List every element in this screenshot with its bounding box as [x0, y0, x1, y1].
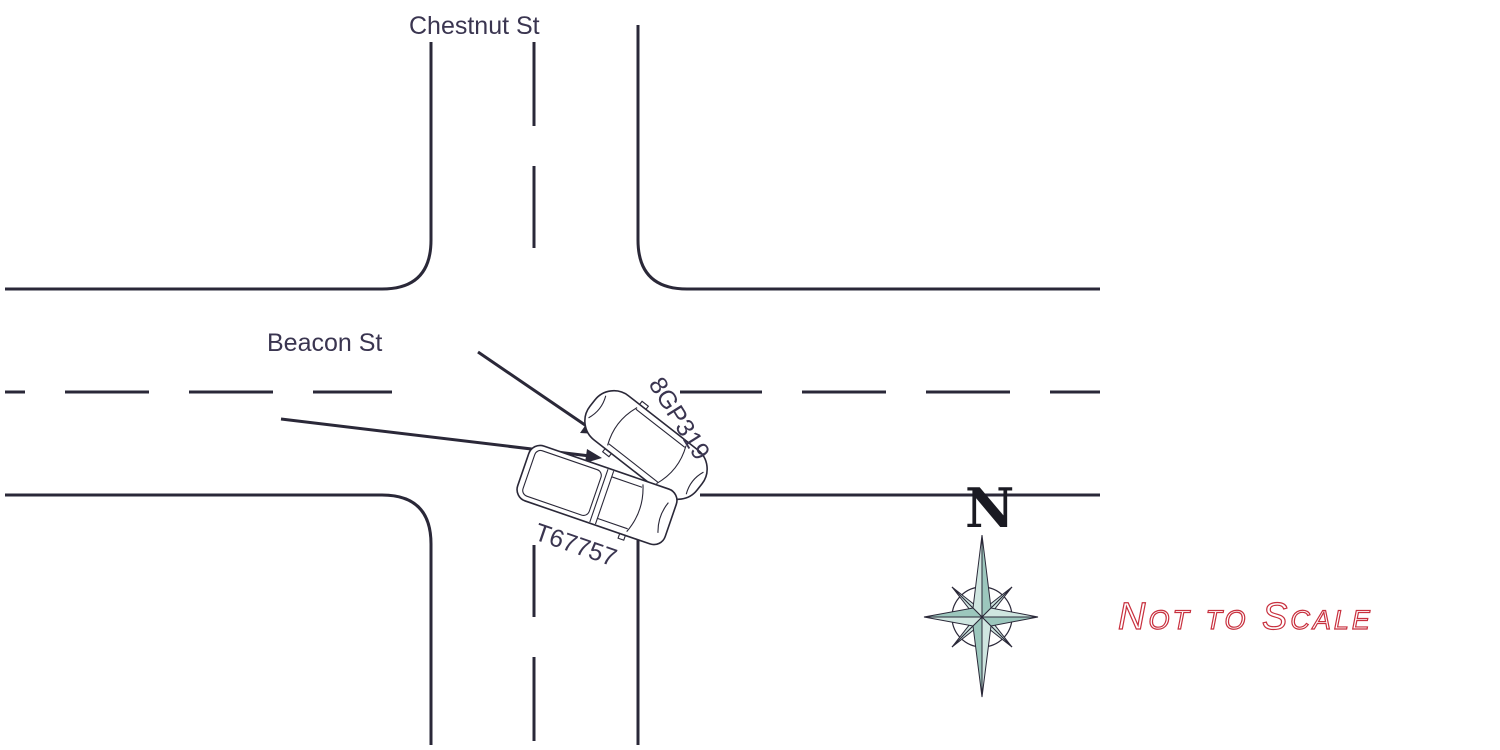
center-lines — [5, 42, 1100, 745]
truck-windshield — [626, 484, 644, 533]
car-mirror-left — [638, 400, 650, 411]
truck-hood — [657, 502, 669, 533]
car-windshield — [607, 407, 638, 446]
road-edge-southeast — [636, 493, 1100, 745]
truck-cab-divider-2 — [594, 470, 615, 525]
arrow-to-car — [477, 350, 589, 429]
arrowhead-truck — [585, 449, 602, 463]
truck-body — [516, 444, 678, 546]
street-label-chestnut: Chestnut St — [409, 12, 540, 40]
car-roof — [608, 408, 686, 483]
truck-mirror — [617, 532, 627, 541]
street-label-beacon: Beacon St — [267, 329, 382, 357]
road-edges — [5, 25, 1100, 745]
vehicle-truck — [516, 444, 678, 546]
vehicle-car — [584, 389, 708, 501]
compass-rose: N — [923, 476, 1039, 698]
car-hood-lines — [588, 395, 704, 495]
car-mirror-right — [601, 447, 613, 458]
truck-cab-divider — [589, 468, 609, 523]
road-edge-northeast — [636, 25, 1100, 291]
not-to-scale-note: Not to Scale — [1117, 595, 1373, 638]
road-edge-northwest — [5, 42, 433, 291]
car-rear-window — [656, 445, 687, 485]
compass-north-label: N — [965, 476, 1014, 540]
compass-main-points — [923, 534, 1039, 698]
direction-arrows — [280, 350, 602, 463]
truck-bed — [522, 449, 602, 516]
truck-roof — [597, 476, 643, 530]
car-body — [584, 389, 708, 501]
road-edge-southwest — [5, 493, 433, 745]
